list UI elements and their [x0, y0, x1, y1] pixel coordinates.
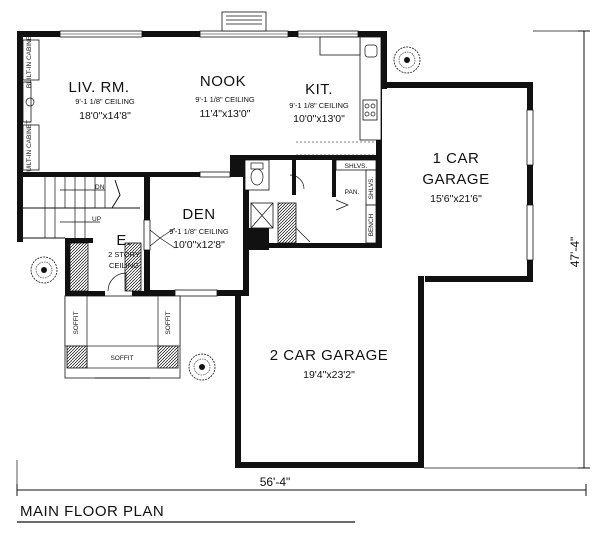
stair-down-label: DN	[95, 184, 105, 191]
nook: NOOK 9'-1 1/8" CEILING 11'4"x13'0"	[195, 73, 255, 120]
dimension-width: 56'-4"	[16, 460, 587, 496]
builtin-cabinet-label-bottom: BUILT-IN CABINET	[26, 120, 33, 176]
stairs: DN UP	[23, 177, 140, 239]
living-room-ceiling: 9'-1 1/8" CEILING	[75, 97, 135, 106]
shrub-icon	[188, 353, 216, 381]
soffit-label-left: SOFFIT	[73, 311, 80, 334]
kitchen-size: 10'0"x13'0"	[293, 113, 345, 125]
garage-one-car: 1 CAR GARAGE 15'6"x21'6"	[422, 150, 489, 205]
entry: E. 2 STORY CEILING	[69, 227, 176, 292]
plan-title-block: MAIN FLOOR PLAN	[17, 503, 355, 523]
den: DEN 9'-1 1/8" CEILING 10'0"x12'8"	[169, 206, 229, 251]
width-dimension: 56'-4"	[260, 475, 291, 489]
kitchen-ceiling: 9'-1 1/8" CEILING	[289, 101, 349, 110]
entry-note-1: 2 STORY	[108, 250, 140, 259]
entry-name: E.	[116, 232, 131, 249]
shrub-icons	[30, 46, 421, 381]
nook-ceiling: 9'-1 1/8" CEILING	[195, 95, 255, 104]
garage2-size: 19'4"x23'2"	[303, 369, 355, 381]
living-room-size: 18'0"x14'8"	[79, 110, 131, 122]
living-room: BUILT-IN CABINET BUILT-IN CABINET LIV. R…	[22, 32, 135, 176]
nook-name: NOOK	[200, 73, 246, 90]
garage1-name-1: 1 CAR	[433, 150, 480, 167]
kitchen-name: KIT.	[305, 81, 333, 98]
porch: SOFFIT SOFFIT SOFFIT	[64, 295, 181, 379]
garage-two-car: 2 CAR GARAGE 19'4"x23'2"	[270, 347, 389, 381]
bench-label: BENCH	[368, 213, 375, 236]
entry-note-2: CEILING	[109, 261, 139, 270]
builtin-cabinet-label-top: BUILT-IN CABINET	[26, 32, 33, 88]
soffit-label-center: SOFFIT	[110, 355, 133, 362]
living-room-name: LIV. RM.	[69, 79, 130, 96]
shrub-icon	[30, 256, 58, 284]
den-size: 10'0"x12'8"	[173, 239, 225, 251]
den-name: DEN	[182, 206, 215, 223]
kitchen: KIT. 9'-1 1/8" CEILING 10'0"x13'0"	[289, 36, 382, 156]
shrub-icon	[393, 46, 421, 74]
garage2-name: 2 CAR GARAGE	[270, 347, 389, 364]
depth-dimension: 47'-4"	[568, 237, 582, 268]
shelves-label: SHLVS.	[345, 163, 368, 170]
plan-title: MAIN FLOOR PLAN	[20, 503, 164, 520]
windows	[59, 11, 534, 297]
dimension-depth: 47'-4"	[424, 30, 590, 469]
utility-area: SHLVS. SHLVS. PAN. BENCH	[244, 159, 377, 244]
den-ceiling: 9'-1 1/8" CEILING	[169, 227, 229, 236]
pantry-label: PAN.	[345, 189, 360, 196]
garage1-size: 15'6"x21'6"	[430, 193, 482, 205]
shelves-label-side: SHLVS.	[368, 176, 375, 199]
nook-size: 11'4"x13'0"	[200, 108, 251, 120]
stair-up-label: UP	[92, 216, 101, 223]
soffit-label-right: SOFFIT	[165, 311, 172, 334]
garage1-name-2: GARAGE	[422, 171, 489, 188]
